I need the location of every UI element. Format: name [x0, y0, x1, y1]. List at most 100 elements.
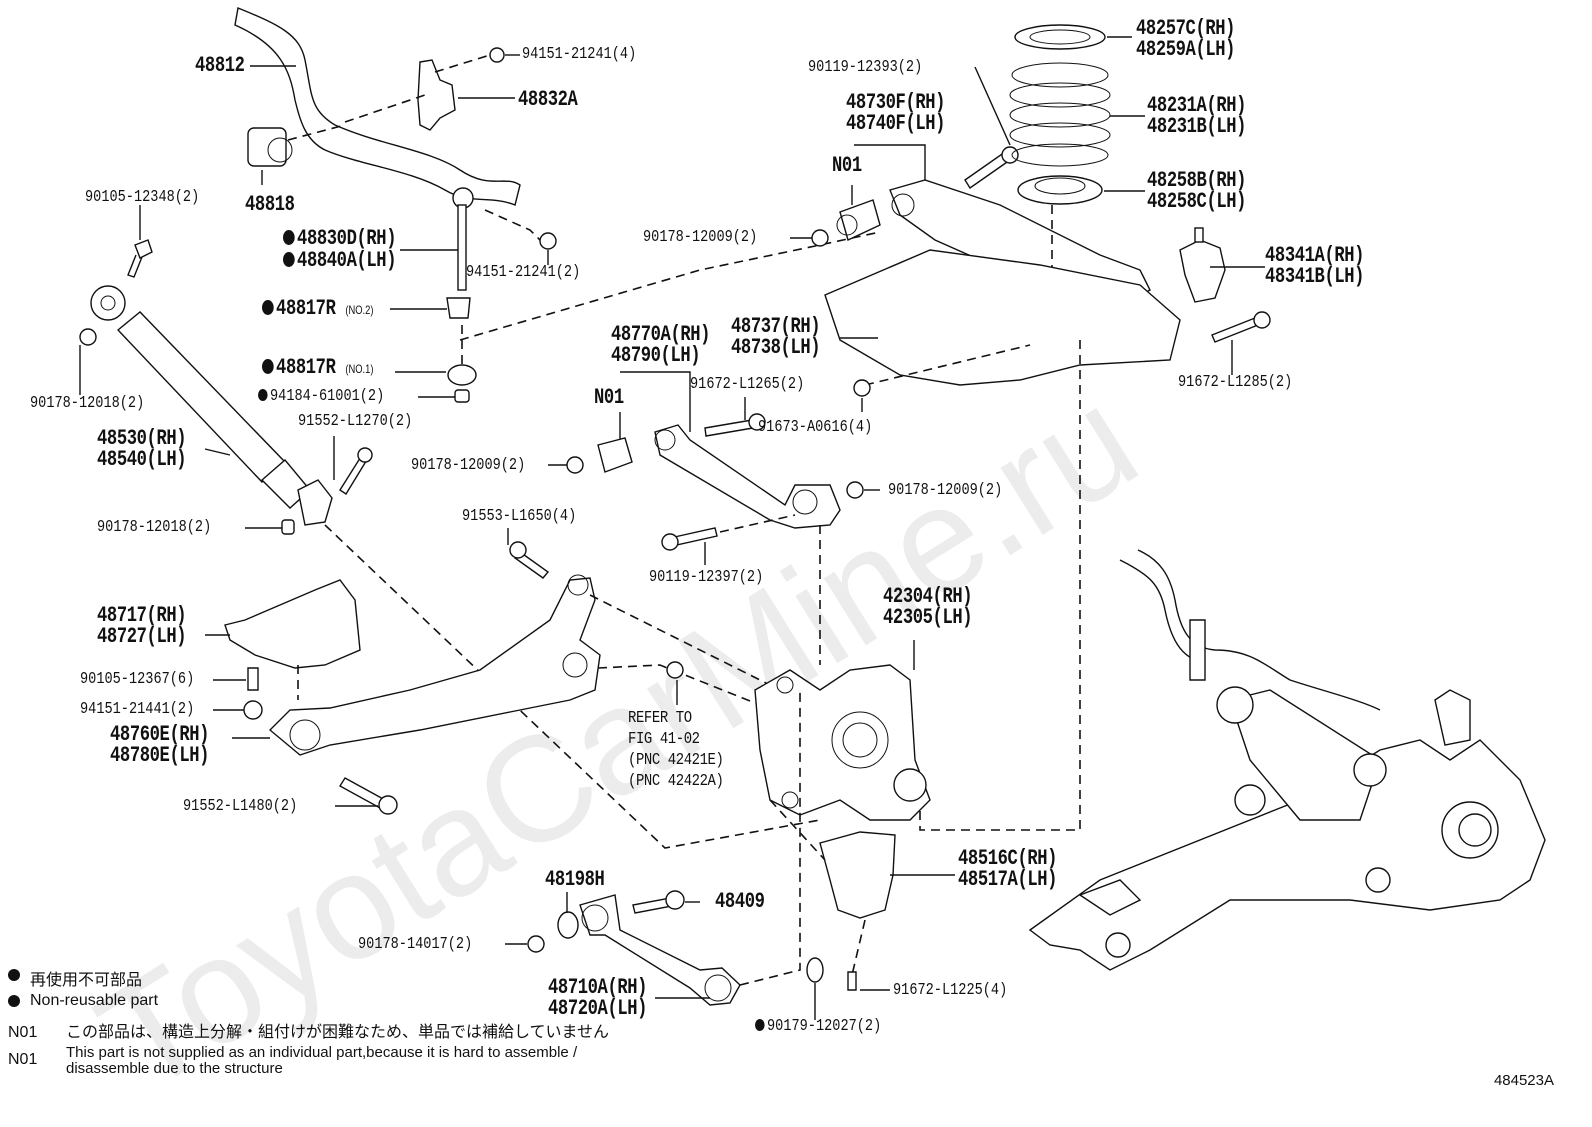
callout-90178-12009-left[interactable]: 90178-12009(2): [411, 456, 526, 475]
callout-90105-12348[interactable]: 90105-12348(2): [85, 188, 200, 207]
spring-lower-seat: [1017, 175, 1103, 205]
n01-bushing: [839, 199, 881, 241]
knuckle-bracket: [819, 831, 896, 919]
parts-diagram: ToyotaCarMine.ru: [8, 7, 1554, 1124]
non-reusable-icon: [283, 230, 295, 245]
callout-94151-21241-2[interactable]: 94151-21241(2): [466, 263, 581, 282]
rear-axle-carrier: [754, 664, 931, 821]
legend-non-reusable-en: Non-reusable part: [30, 992, 159, 1009]
bolt-icon: [247, 667, 259, 691]
callout-94151-21441[interactable]: 94151-21441(2): [80, 700, 195, 719]
nut-icon: [489, 47, 505, 63]
callout-91673-A0616[interactable]: 91673-A0616(4): [758, 418, 873, 437]
callout-91672-L1285[interactable]: 91672-L1285(2): [1178, 373, 1293, 392]
callout-48830D[interactable]: 48830D(RH)48840A(LH): [283, 228, 397, 272]
callout-n01-lower[interactable]: N01: [594, 385, 624, 410]
bolt-icon: [847, 971, 857, 991]
link-bushing-no1: [447, 364, 477, 386]
callout-48710A[interactable]: 48710A(RH)48720A(LH): [548, 975, 648, 1021]
assembled-view: [1028, 549, 1546, 971]
washer-icon: [557, 911, 579, 939]
callout-90119-12397[interactable]: 90119-12397(2): [649, 568, 764, 587]
nut-icon: [281, 519, 295, 535]
bolt-icon: [704, 419, 754, 437]
non-reusable-icon: [283, 252, 295, 267]
trailing-arm: [268, 577, 601, 756]
callout-48817R-no2[interactable]: 48817R (NO.2): [262, 298, 373, 320]
stabilizer-bushing: [247, 127, 287, 167]
link-bushing-no2: [446, 297, 471, 319]
callout-48770A[interactable]: 48770A(RH)48790(LH): [611, 322, 711, 368]
callout-94151-21241-4[interactable]: 94151-21241(4): [522, 45, 637, 64]
callout-91672-L1265[interactable]: 91672-L1265(2): [690, 375, 805, 394]
non-reusable-dot-icon: [8, 995, 20, 1007]
non-reusable-icon: [262, 300, 274, 315]
n01-bushing: [597, 437, 633, 473]
callout-48812[interactable]: 48812: [195, 53, 245, 78]
nut-icon: [79, 328, 97, 346]
bolt-icon: [127, 239, 153, 278]
callout-48818[interactable]: 48818: [245, 192, 295, 217]
bolt-icon: [666, 661, 684, 679]
callout-48341A[interactable]: 48341A(RH)48341B(LH): [1265, 243, 1365, 289]
lower-control-arm: [654, 424, 841, 529]
stabilizer-bracket: [417, 59, 456, 131]
callout-48258B[interactable]: 48258B(RH)48258C(LH): [1147, 168, 1247, 214]
callout-90179-12027[interactable]: 90179-12027(2): [755, 1018, 881, 1035]
bolt-icon: [853, 379, 871, 397]
nut-icon: [527, 935, 545, 953]
nut-icon: [243, 700, 263, 720]
callout-42304[interactable]: 42304(RH)42305(LH): [883, 584, 973, 630]
non-reusable-icon: [258, 389, 268, 401]
callout-48730F[interactable]: 48730F(RH)48740F(LH): [846, 90, 946, 136]
callout-48198H[interactable]: 48198H: [545, 867, 605, 892]
stabilizer-bar: [234, 7, 521, 206]
non-reusable-icon: [755, 1019, 765, 1031]
callout-n01-upper[interactable]: N01: [832, 153, 862, 178]
bump-stopper: [1179, 239, 1226, 303]
callout-91553-L1650[interactable]: 91553-L1650(4): [462, 507, 577, 526]
callout-48231A[interactable]: 48231A(RH)48231B(LH): [1147, 93, 1247, 139]
callout-90178-12009-upper[interactable]: 90178-12009(2): [643, 228, 758, 247]
callout-90178-12018-bottom[interactable]: 90178-12018(2): [97, 518, 212, 537]
nut-icon: [846, 481, 864, 499]
callout-90178-12009-right[interactable]: 90178-12009(2): [888, 481, 1003, 500]
bolt-icon: [339, 777, 386, 809]
callout-48530[interactable]: 48530(RH)48540(LH): [97, 426, 187, 472]
callout-91672-L1225[interactable]: 91672-L1225(4): [893, 981, 1008, 1000]
callout-94184-61001[interactable]: 94184-61001(2): [258, 388, 384, 405]
non-reusable-icon: [262, 359, 274, 374]
callout-48516C[interactable]: 48516C(RH)48517A(LH): [958, 846, 1058, 892]
trailing-arm-bracket: [224, 579, 361, 669]
callout-91552-L1270[interactable]: 91552-L1270(2): [298, 412, 413, 431]
nut-icon: [539, 232, 557, 250]
nut-icon: [566, 456, 584, 474]
bolt-icon: [1211, 317, 1259, 343]
toe-control-arm: [579, 894, 741, 1006]
callout-90178-14017[interactable]: 90178-14017(2): [358, 935, 473, 954]
callout-90119-12393[interactable]: 90119-12393(2): [808, 58, 923, 77]
callout-48817R-no1[interactable]: 48817R (NO.1): [262, 357, 373, 379]
spring-upper-seat: [1014, 24, 1106, 50]
non-reusable-dot-icon: [8, 969, 20, 981]
callout-91552-L1480[interactable]: 91552-L1480(2): [183, 797, 298, 816]
legend-non-reusable-ja: 再使用不可部品: [30, 972, 143, 989]
callout-48832A[interactable]: 48832A: [518, 87, 578, 112]
shock-top-mount: [90, 285, 126, 321]
coil-spring: [1009, 62, 1111, 167]
callout-90105-12367[interactable]: 90105-12367(6): [80, 670, 195, 689]
nut-icon: [811, 229, 829, 247]
nut-icon: [806, 957, 824, 983]
figure-number: 484523A: [1493, 1072, 1554, 1089]
callout-48737[interactable]: 48737(RH)48738(LH): [731, 314, 821, 360]
callout-48760E[interactable]: 48760E(RH)48780E(LH): [110, 722, 210, 768]
callout-48257C[interactable]: 48257C(RH)48259A(LH): [1136, 16, 1236, 62]
nut-icon: [454, 389, 470, 403]
callout-90178-12018-top[interactable]: 90178-12018(2): [30, 394, 145, 413]
callout-48409[interactable]: 48409: [715, 889, 765, 914]
diagram-drawing: [8, 7, 1546, 1020]
callout-48717[interactable]: 48717(RH)48727(LH): [97, 603, 187, 649]
